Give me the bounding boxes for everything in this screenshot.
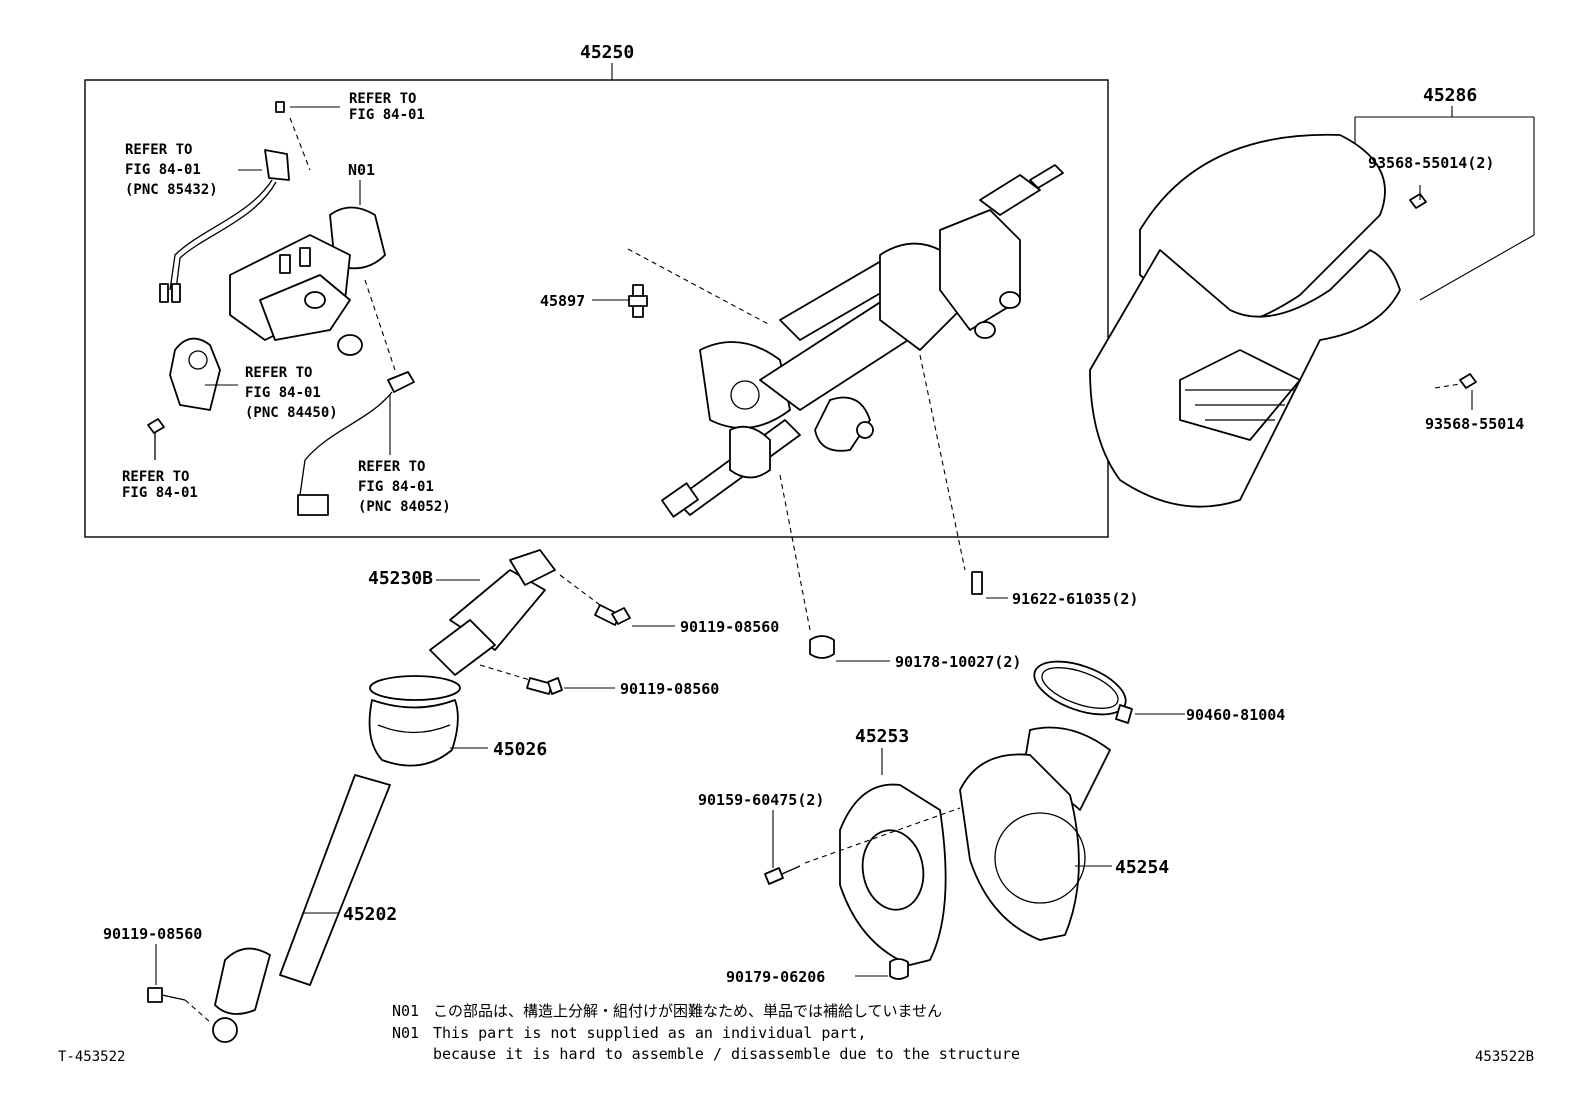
sensor-84052: REFER TO FIG 84-01 (PNC 84052)	[297, 371, 451, 516]
part-number-90179-06206[interactable]: 90179-06206	[726, 968, 825, 986]
assembly-45250-group: 45250	[84, 42, 1109, 538]
clamp-90460: 90460-81004	[1033, 660, 1285, 724]
footer-right-code: 453522B	[1475, 1049, 1534, 1065]
nut-90178: 90178-10027(2)	[809, 635, 1021, 671]
refer-84450-line3: (PNC 84450)	[245, 405, 338, 421]
plate-45253: 45253 90159-60475(2) 90179-06206	[698, 726, 961, 986]
part-number-93568-55014-2[interactable]: 93568-55014(2)	[1368, 154, 1494, 172]
part-number-90460-81004[interactable]: 90460-81004	[1186, 706, 1285, 724]
part-number-93568-55014[interactable]: 93568-55014	[1425, 415, 1524, 433]
note-jp-text: この部品は、構造上分解・組付けが困難なため、単品では補給していません	[433, 1002, 942, 1020]
note-en-line1: This part is not supplied as an individu…	[433, 1024, 866, 1042]
refer-85432-line3: (PNC 85432)	[125, 182, 218, 198]
part-number-45250[interactable]: 45250	[580, 42, 634, 63]
part-number-45253[interactable]: 45253	[855, 726, 909, 747]
part-number-90119-08560-a[interactable]: 90119-08560	[680, 618, 779, 636]
switch-84450: REFER TO FIG 84-01 (PNC 84450)	[169, 337, 338, 421]
notes-block: N01 この部品は、構造上分解・組付けが困難なため、単品では補給していません N…	[392, 1002, 1020, 1063]
part-number-45897[interactable]: 45897	[540, 292, 585, 310]
steering-column-main	[661, 164, 1064, 631]
bolt-45897: 45897	[540, 248, 771, 326]
part-number-45230b[interactable]: 45230B	[368, 568, 433, 589]
boot-45254: 45254	[959, 726, 1169, 941]
part-number-90119-08560-b[interactable]: 90119-08560	[620, 680, 719, 698]
refer-84450-line1: REFER TO	[245, 365, 312, 381]
footer-left-code: T-453522	[58, 1049, 125, 1065]
note-jp-prefix: N01	[392, 1002, 419, 1020]
shaft-45202: 45202 90119-08560	[103, 774, 397, 1043]
part-number-91622-61035-2[interactable]: 91622-61035(2)	[1012, 590, 1138, 608]
refer-bolt-line2: FIG 84-01	[122, 485, 198, 501]
note-en-prefix: N01	[392, 1024, 419, 1042]
label-n01: N01	[348, 161, 375, 179]
part-number-45286[interactable]: 45286	[1423, 85, 1477, 106]
ignition-lock-n01[interactable]: N01	[229, 161, 396, 371]
screw-top-refer: REFER TO FIG 84-01	[275, 91, 425, 171]
refer-84052-line1: REFER TO	[358, 459, 425, 475]
assembly-box	[84, 79, 1109, 538]
part-number-90178-10027-2[interactable]: 90178-10027(2)	[895, 653, 1021, 671]
refer-84052-line3: (PNC 84052)	[358, 499, 451, 515]
column-cover-45286: 45286 93568-55014(2) 93568-55014	[1089, 85, 1535, 508]
refer-84450-line2: FIG 84-01	[245, 385, 321, 401]
refer-bolt-line1: REFER TO	[122, 469, 189, 485]
refer-top-line1: REFER TO	[349, 91, 416, 107]
bolt-left-refer: REFER TO FIG 84-01	[122, 418, 198, 501]
boot-45026: 45026	[368, 675, 547, 767]
joint-45230b: 45230B 90119-08560 90119-08560	[368, 549, 779, 698]
sensor-85432: REFER TO FIG 84-01 (PNC 85432)	[125, 142, 290, 303]
refer-top-line2: FIG 84-01	[349, 107, 425, 123]
refer-85432-line2: FIG 84-01	[125, 162, 201, 178]
part-number-45254[interactable]: 45254	[1115, 857, 1169, 878]
bolt-91622: 91622-61035(2)	[971, 571, 1138, 608]
part-number-90119-08560-c[interactable]: 90119-08560	[103, 925, 202, 943]
refer-85432-line1: REFER TO	[125, 142, 192, 158]
note-en-line2: because it is hard to assemble / disasse…	[433, 1045, 1020, 1063]
refer-84052-line2: FIG 84-01	[358, 479, 434, 495]
part-number-45026[interactable]: 45026	[493, 739, 547, 760]
part-number-45202[interactable]: 45202	[343, 904, 397, 925]
part-number-90159-60475-2[interactable]: 90159-60475(2)	[698, 791, 824, 809]
